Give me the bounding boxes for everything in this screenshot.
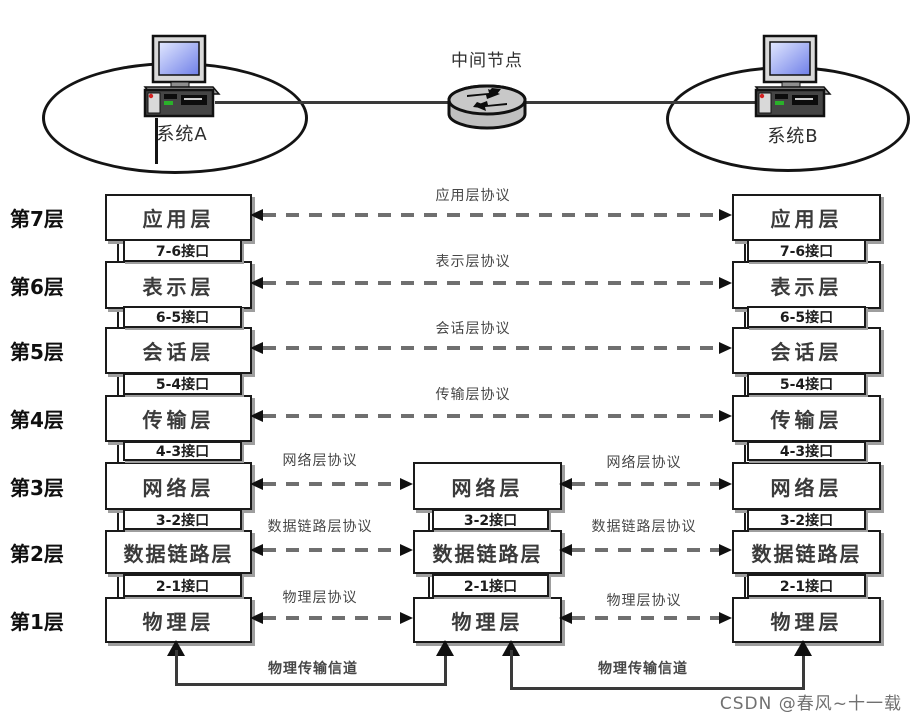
left-interface-3-2-box: 3-2接口 xyxy=(123,509,242,530)
right-layer-2-box: 数据链路层 xyxy=(732,530,881,574)
arrowhead-icon xyxy=(400,612,413,624)
right-layer-6-box: 表示层 xyxy=(732,261,881,309)
arrowhead-icon xyxy=(559,612,572,624)
left-interface-4-3-box: 4-3接口 xyxy=(123,441,242,461)
channel-line xyxy=(802,650,805,689)
arrowhead-icon xyxy=(719,209,732,221)
right-layer-7-box: 应用层 xyxy=(732,194,881,241)
arrowhead-icon xyxy=(400,478,413,490)
channel-line xyxy=(175,650,178,685)
right-interface-7-6-box: 7-6接口 xyxy=(747,239,866,262)
left-interface-7-6-box: 7-6接口 xyxy=(123,239,242,262)
arrowhead-icon xyxy=(719,612,732,624)
arrowhead-icon xyxy=(250,544,263,556)
layer-number-label-1: 第1层 xyxy=(10,610,64,634)
protocol-arrow-l2-right xyxy=(572,548,719,552)
left-layer-3-box: 网络层 xyxy=(105,462,252,510)
right-interface-4-3-box: 4-3接口 xyxy=(747,441,866,461)
left-interface-6-5-box: 6-5接口 xyxy=(123,306,242,328)
layer-number-label-5: 第5层 xyxy=(10,340,64,364)
layer-number-label-4: 第4层 xyxy=(10,408,64,432)
protocol-label-physical-left: 物理层协议 xyxy=(282,590,358,606)
arrowhead-icon xyxy=(719,342,732,354)
arrowhead-icon xyxy=(250,410,263,422)
arrowhead-up-icon xyxy=(167,640,185,656)
arrowhead-icon xyxy=(250,612,263,624)
protocol-arrow-l1-right xyxy=(572,616,719,620)
left-layer-6-box: 表示层 xyxy=(105,261,252,309)
arrowhead-up-icon xyxy=(436,640,454,656)
arrowhead-icon xyxy=(719,410,732,422)
protocol-label-network-left: 网络层协议 xyxy=(282,453,358,469)
protocol-arrow-l4 xyxy=(263,414,719,418)
channel-line xyxy=(444,650,447,685)
protocol-arrow-l7 xyxy=(263,213,719,217)
channel-label-right: 物理传输信道 xyxy=(598,661,688,677)
protocol-arrow-l6 xyxy=(263,281,719,285)
protocol-label-transport: 传输层协议 xyxy=(435,387,511,403)
computer-b-icon xyxy=(754,34,832,118)
watermark-text: CSDN @春风~十一载 xyxy=(719,694,902,714)
middle-layer-2-box: 数据链路层 xyxy=(413,530,562,574)
layer-number-label-7: 第7层 xyxy=(10,207,64,231)
right-interface-2-1-box: 2-1接口 xyxy=(747,574,866,597)
middle-layer-3-box: 网络层 xyxy=(413,462,562,510)
layer-number-label-2: 第2层 xyxy=(10,542,64,566)
left-layer-5-box: 会话层 xyxy=(105,327,252,374)
right-interface-6-5-box: 6-5接口 xyxy=(747,306,866,328)
protocol-label-datalink-left: 数据链路层协议 xyxy=(267,519,373,535)
left-interface-5-4-box: 5-4接口 xyxy=(123,373,242,395)
right-layer-3-box: 网络层 xyxy=(732,462,881,510)
right-interface-5-4-box: 5-4接口 xyxy=(747,373,866,395)
protocol-arrow-l2-left xyxy=(263,548,400,552)
arrowhead-icon xyxy=(400,544,413,556)
left-layer-7-box: 应用层 xyxy=(105,194,252,241)
arrowhead-icon xyxy=(719,544,732,556)
arrowhead-icon xyxy=(719,277,732,289)
arrowhead-icon xyxy=(250,342,263,354)
channel-line xyxy=(510,687,805,690)
channel-line xyxy=(510,650,513,689)
system-a-drop-line xyxy=(155,118,158,164)
protocol-arrow-l3-right xyxy=(572,482,719,486)
right-layer-4-box: 传输层 xyxy=(732,395,881,442)
left-interface-2-1-box: 2-1接口 xyxy=(123,574,242,597)
arrowhead-icon xyxy=(559,544,572,556)
protocol-arrow-l5 xyxy=(263,346,719,350)
left-layer-4-box: 传输层 xyxy=(105,395,252,442)
channel-line xyxy=(175,683,447,686)
protocol-label-physical-right: 物理层协议 xyxy=(606,593,682,609)
protocol-label-datalink-right: 数据链路层协议 xyxy=(591,519,697,535)
computer-a-icon xyxy=(143,34,221,118)
system-b-label: 系统B xyxy=(767,126,819,147)
right-interface-3-2-box: 3-2接口 xyxy=(747,509,866,530)
protocol-label-network-right: 网络层协议 xyxy=(606,455,682,471)
middle-interface-3-2-box: 3-2接口 xyxy=(432,509,549,530)
left-layer-1-box: 物理层 xyxy=(105,597,252,643)
middle-layer-1-box: 物理层 xyxy=(413,597,562,643)
right-layer-1-box: 物理层 xyxy=(732,597,881,643)
arrowhead-icon xyxy=(250,478,263,490)
protocol-label-presentation: 表示层协议 xyxy=(435,254,511,270)
router-icon xyxy=(447,84,527,130)
layer-number-label-3: 第3层 xyxy=(10,476,64,500)
right-layer-5-box: 会话层 xyxy=(732,327,881,374)
arrowhead-icon xyxy=(250,277,263,289)
protocol-arrow-l1-left xyxy=(263,616,400,620)
channel-label-left: 物理传输信道 xyxy=(268,661,358,677)
middle-interface-2-1-box: 2-1接口 xyxy=(432,574,549,597)
left-layer-2-box: 数据链路层 xyxy=(105,530,252,574)
protocol-label-application: 应用层协议 xyxy=(435,188,511,204)
protocol-label-session: 会话层协议 xyxy=(435,321,511,337)
system-a-label: 系统A xyxy=(156,124,208,145)
arrowhead-icon xyxy=(559,478,572,490)
arrowhead-up-icon xyxy=(794,640,812,656)
middle-node-label: 中间节点 xyxy=(451,51,523,71)
arrowhead-icon xyxy=(250,209,263,221)
protocol-arrow-l3-left xyxy=(263,482,400,486)
layer-number-label-6: 第6层 xyxy=(10,275,64,299)
arrowhead-icon xyxy=(719,478,732,490)
arrowhead-up-icon xyxy=(502,640,520,656)
